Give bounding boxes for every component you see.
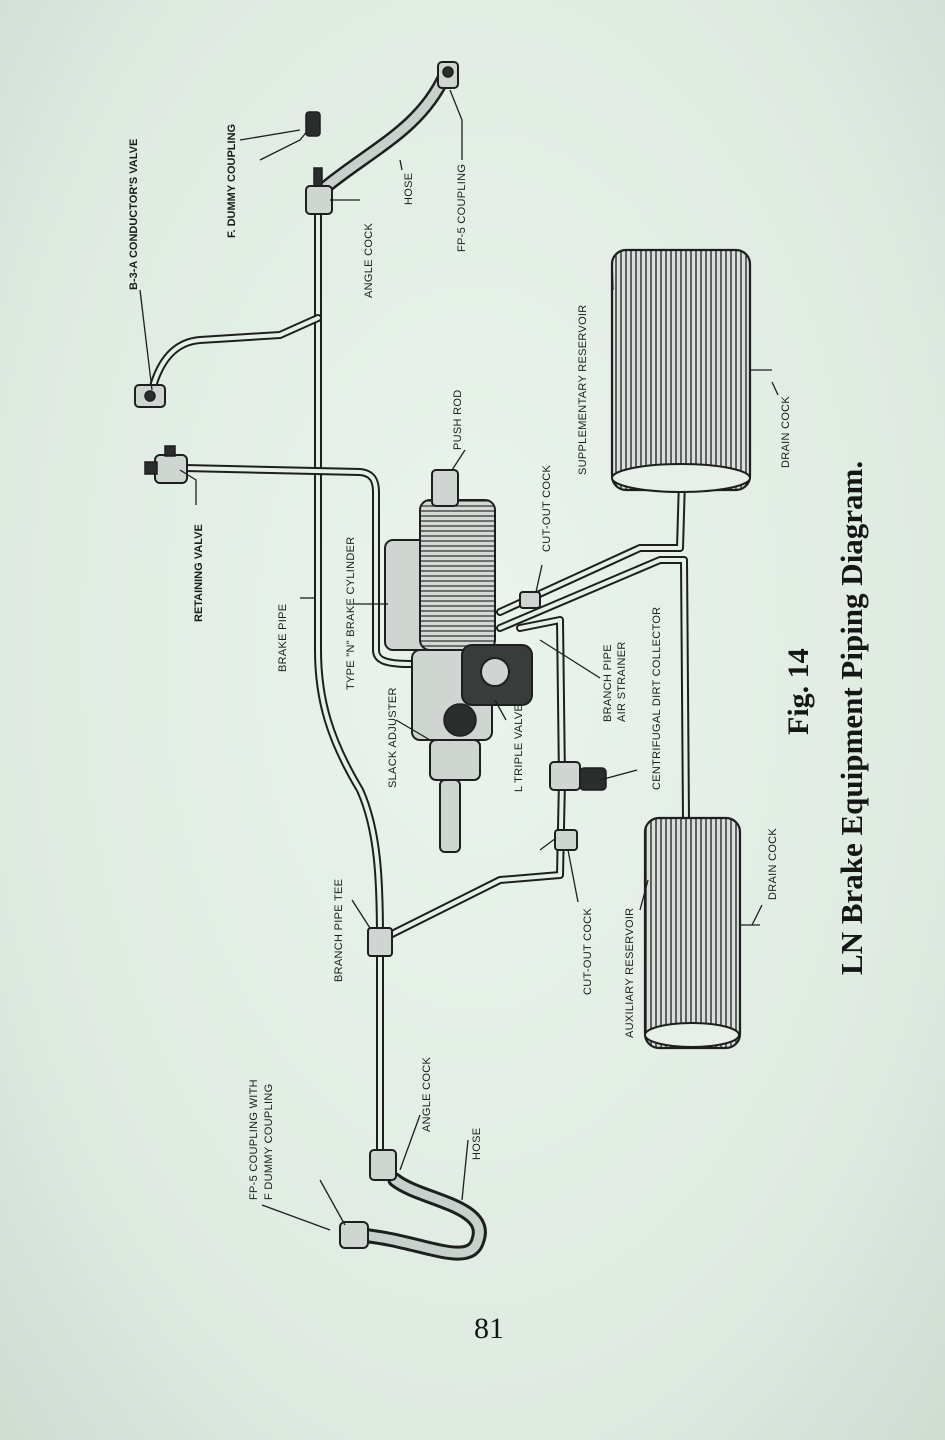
label-cut-out-cock-bottom: CUT-OUT COCK	[582, 908, 594, 995]
label-slack-adjuster: SLACK ADJUSTER	[387, 687, 399, 788]
retaining-valve-pipe	[181, 464, 434, 668]
label-branch-pipe: BRANCH PIPE	[602, 644, 614, 722]
label-fp5-with-dummy-2: F DUMMY COUPLING	[263, 1084, 275, 1200]
centrifugal-dirt-collector	[549, 761, 607, 791]
label-centrifugal-dirt-collector: CENTRIFUGAL DIRT COLLECTOR	[651, 607, 663, 790]
label-f-dummy-coupling: F. DUMMY COUPLING	[226, 124, 238, 238]
label-hose-bottom: HOSE	[471, 1128, 483, 1160]
fp5-coupling-bottom	[319, 1179, 369, 1249]
diagram-labels: B-3-A CONDUCTOR'S VALVE F. DUMMY COUPLIN…	[128, 124, 792, 1200]
figure-title: LN Brake Equipment Piping Diagram.	[834, 461, 869, 975]
label-hose-top: HOSE	[403, 173, 415, 205]
angle-cock-top	[305, 167, 333, 215]
label-air-strainer: AIR STRAINER	[616, 641, 628, 722]
label-drain-cock-bottom: DRAIN COCK	[767, 828, 779, 900]
figure-number: Fig. 14	[782, 648, 815, 735]
reservoir-pipes	[496, 476, 690, 824]
label-angle-cock-top: ANGLE COCK	[363, 223, 375, 298]
fp5-coupling-top	[437, 61, 459, 89]
f-dummy-coupling	[259, 111, 321, 161]
label-type-n-brake-cylinder: TYPE "N" BRAKE CYLINDER	[345, 537, 357, 690]
branch-pipe-tee	[367, 927, 393, 957]
label-push-rod: PUSH ROD	[452, 390, 464, 450]
top-hose	[315, 68, 452, 197]
triple-valve	[461, 644, 533, 706]
auxiliary-reservoir	[643, 816, 760, 1050]
cut-out-cock-top	[519, 564, 543, 609]
label-retaining-valve: RETAINING VALVE	[193, 524, 205, 622]
branch-pipe	[376, 616, 566, 944]
page-number: 81	[474, 1312, 504, 1345]
supplementary-reservoir	[610, 248, 772, 493]
conductors-valve	[134, 384, 166, 408]
label-supplementary-reservoir: SUPPLEMENTARY RESERVOIR	[577, 304, 589, 475]
label-cut-out-cock-top: CUT-OUT COCK	[541, 465, 553, 552]
figure-caption: Fig. 14 LN Brake Equipment Piping Diagra…	[782, 461, 869, 975]
brake-cylinder	[384, 469, 496, 853]
label-l-triple-valve: L TRIPLE VALVE	[513, 704, 525, 792]
angle-cock-bottom	[369, 1149, 397, 1181]
label-branch-pipe-tee: BRANCH PIPE TEE	[333, 879, 345, 982]
label-conductors-valve: B-3-A CONDUCTOR'S VALVE	[128, 139, 140, 290]
retaining-valve	[144, 445, 188, 484]
leader-lines	[139, 89, 779, 1231]
label-angle-cock-bottom: ANGLE COCK	[421, 1057, 433, 1132]
brake-pipe-line	[314, 211, 384, 1154]
conductors-valve-pipe	[148, 314, 322, 394]
label-fp5-with-dummy-1: FP-5 COUPLING WITH	[248, 1079, 260, 1200]
label-fp5-coupling: FP-5 COUPLING	[456, 164, 468, 252]
label-auxiliary-reservoir: AUXILIARY RESERVOIR	[624, 908, 636, 1038]
label-drain-cock-top: DRAIN COCK	[780, 396, 792, 468]
bottom-hose	[352, 1172, 487, 1261]
cut-out-cock-bottom	[539, 829, 578, 851]
label-brake-pipe: BRAKE PIPE	[277, 604, 289, 672]
